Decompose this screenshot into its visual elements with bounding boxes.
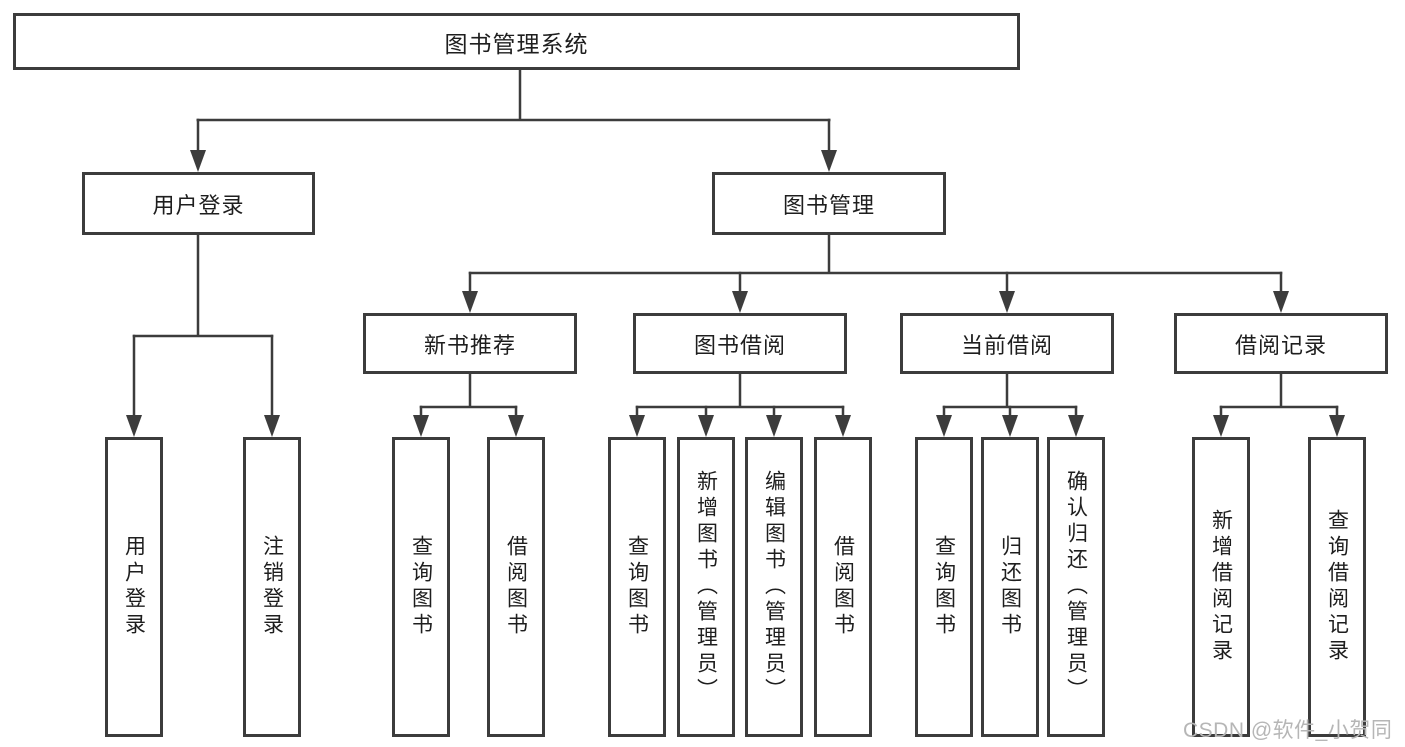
leaf-add-borrow-record-label: 新增借阅记录 — [1209, 509, 1233, 665]
leaf-query-books-newbook-label: 查询图书 — [409, 535, 433, 639]
leaf-query-books-borrow-label: 查询图书 — [625, 535, 649, 639]
node-current-borrow: 当前借阅 — [900, 313, 1114, 374]
leaf-add-books-admin-label: 新增图书（管理员） — [694, 470, 718, 704]
node-book-management: 图书管理 — [712, 172, 946, 235]
node-book-borrow: 图书借阅 — [633, 313, 847, 374]
leaf-user-login: 用户登录 — [105, 437, 163, 737]
leaf-logout: 注销登录 — [243, 437, 301, 737]
leaf-return-books: 归还图书 — [981, 437, 1039, 737]
leaf-add-borrow-record: 新增借阅记录 — [1192, 437, 1250, 737]
leaf-return-books-label: 归还图书 — [998, 535, 1022, 639]
leaf-confirm-return-admin-label: 确认归还（管理员） — [1064, 470, 1088, 704]
leaf-edit-books-admin-label: 编辑图书（管理员） — [762, 470, 786, 704]
leaf-query-books-current: 查询图书 — [915, 437, 973, 737]
node-new-book-recommend: 新书推荐 — [363, 313, 577, 374]
leaf-query-books-borrow: 查询图书 — [608, 437, 666, 737]
leaf-confirm-return-admin: 确认归还（管理员） — [1047, 437, 1105, 737]
node-borrow-records: 借阅记录 — [1174, 313, 1388, 374]
leaf-user-login-label: 用户登录 — [122, 535, 146, 639]
leaf-query-books-newbook: 查询图书 — [392, 437, 450, 737]
leaf-query-borrow-record: 查询借阅记录 — [1308, 437, 1366, 737]
leaf-logout-label: 注销登录 — [260, 535, 284, 639]
leaf-query-borrow-record-label: 查询借阅记录 — [1325, 509, 1349, 665]
leaf-borrow-books-newbook: 借阅图书 — [487, 437, 545, 737]
leaf-query-books-current-label: 查询图书 — [932, 535, 956, 639]
leaf-add-books-admin: 新增图书（管理员） — [677, 437, 735, 737]
leaf-borrow-books: 借阅图书 — [814, 437, 872, 737]
leaf-borrow-books-newbook-label: 借阅图书 — [504, 535, 528, 639]
node-user-login: 用户登录 — [82, 172, 315, 235]
csdn-watermark: CSDN @软件_小贺同学 — [1183, 719, 1393, 742]
leaf-edit-books-admin: 编辑图书（管理员） — [745, 437, 803, 737]
leaf-borrow-books-label: 借阅图书 — [831, 535, 855, 639]
node-library-management-system: 图书管理系统 — [13, 13, 1020, 70]
